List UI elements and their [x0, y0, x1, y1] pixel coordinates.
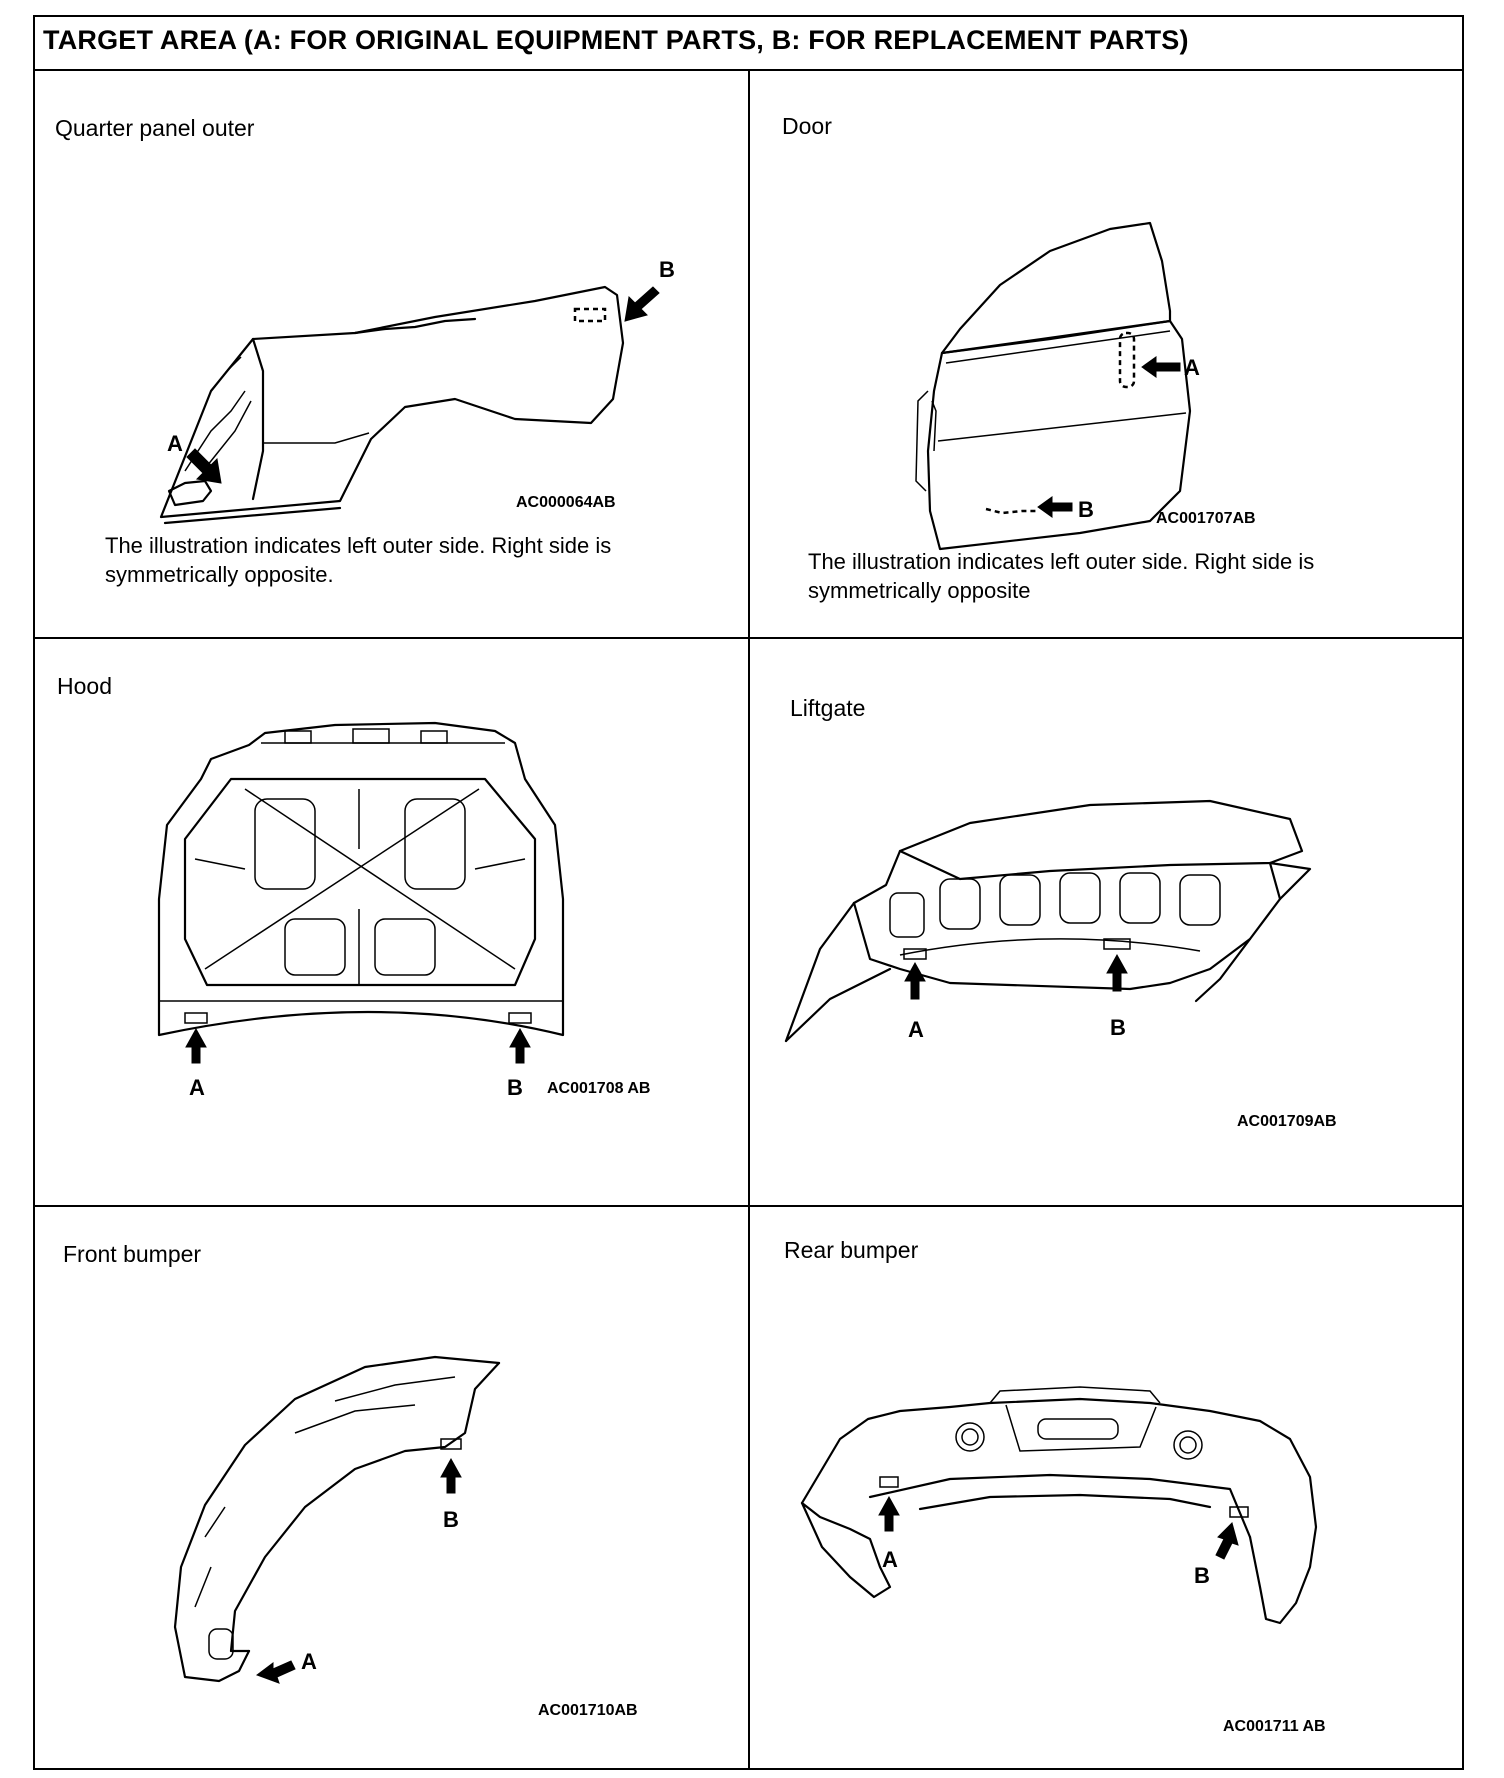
panel-hood: Hood A B AC001708 AB	[35, 639, 748, 1205]
marker-label-b: B	[507, 1075, 523, 1100]
row-divider-1	[35, 637, 1462, 639]
table-title: TARGET AREA (A: FOR ORIGINAL EQUIPMENT P…	[43, 25, 1189, 55]
figure-code: AC001708 AB	[547, 1080, 651, 1097]
door-illustration: A B	[915, 221, 1200, 551]
hood-illustration: A B	[157, 721, 565, 1100]
figure-code: AC000064AB	[516, 494, 616, 511]
front-bumper-illustration: B A	[173, 1355, 501, 1684]
marker-label-a: A	[301, 1649, 317, 1674]
illustration-note: The illustration indicates left outer si…	[808, 547, 1408, 605]
note-line-1: The illustration indicates left outer si…	[808, 549, 1315, 574]
panel-title: Quarter panel outer	[55, 115, 255, 141]
note-line-2: symmetrically opposite.	[105, 562, 334, 587]
marker-label-b: B	[1110, 1015, 1126, 1040]
figure-code: AC001709AB	[1237, 1113, 1337, 1130]
column-divider	[748, 71, 750, 1770]
quarter-panel-illustration: B A	[159, 257, 675, 525]
panel-title: Front bumper	[63, 1241, 202, 1267]
panel-liftgate: Liftgate A B AC001709AB	[750, 639, 1462, 1205]
figure-code: AC001710AB	[538, 1702, 638, 1719]
marker-label-a: A	[1184, 355, 1200, 380]
marker-label-a: A	[908, 1017, 924, 1042]
note-line-1: The illustration indicates left outer si…	[105, 533, 612, 558]
note-line-2: symmetrically opposite	[808, 578, 1031, 603]
panel-title: Hood	[57, 673, 112, 699]
row-divider-2	[35, 1205, 1462, 1207]
marker-label-a: A	[189, 1075, 205, 1100]
illustration-note: The illustration indicates left outer si…	[105, 531, 705, 589]
figure-code: AC001711 AB	[1223, 1718, 1326, 1735]
target-area-table: TARGET AREA (A: FOR ORIGINAL EQUIPMENT P…	[33, 15, 1464, 1770]
table-header: TARGET AREA (A: FOR ORIGINAL EQUIPMENT P…	[35, 17, 1462, 71]
panel-door: Door A B AC001707AB The illustration ind…	[750, 71, 1462, 637]
liftgate-illustration: A B	[784, 799, 1312, 1043]
marker-label-a: A	[167, 431, 183, 456]
marker-label-b: B	[659, 257, 675, 282]
panel-front-bumper: Front bumper B A AC001710AB	[35, 1207, 748, 1770]
panel-quarter-panel-outer: Quarter panel outer B A AC000064AB The i…	[35, 71, 748, 637]
figure-code: AC001707AB	[1156, 510, 1256, 527]
panel-rear-bumper: Rear bumper A B AC001711 AB	[750, 1207, 1462, 1770]
panel-title: Door	[782, 113, 832, 139]
marker-label-b: B	[1194, 1563, 1210, 1588]
marker-label-b: B	[1078, 497, 1094, 522]
panel-title: Liftgate	[790, 695, 866, 721]
panel-title: Rear bumper	[784, 1237, 919, 1263]
marker-label-b: B	[443, 1507, 459, 1532]
marker-label-a: A	[882, 1547, 898, 1572]
rear-bumper-illustration: A B	[800, 1386, 1318, 1625]
